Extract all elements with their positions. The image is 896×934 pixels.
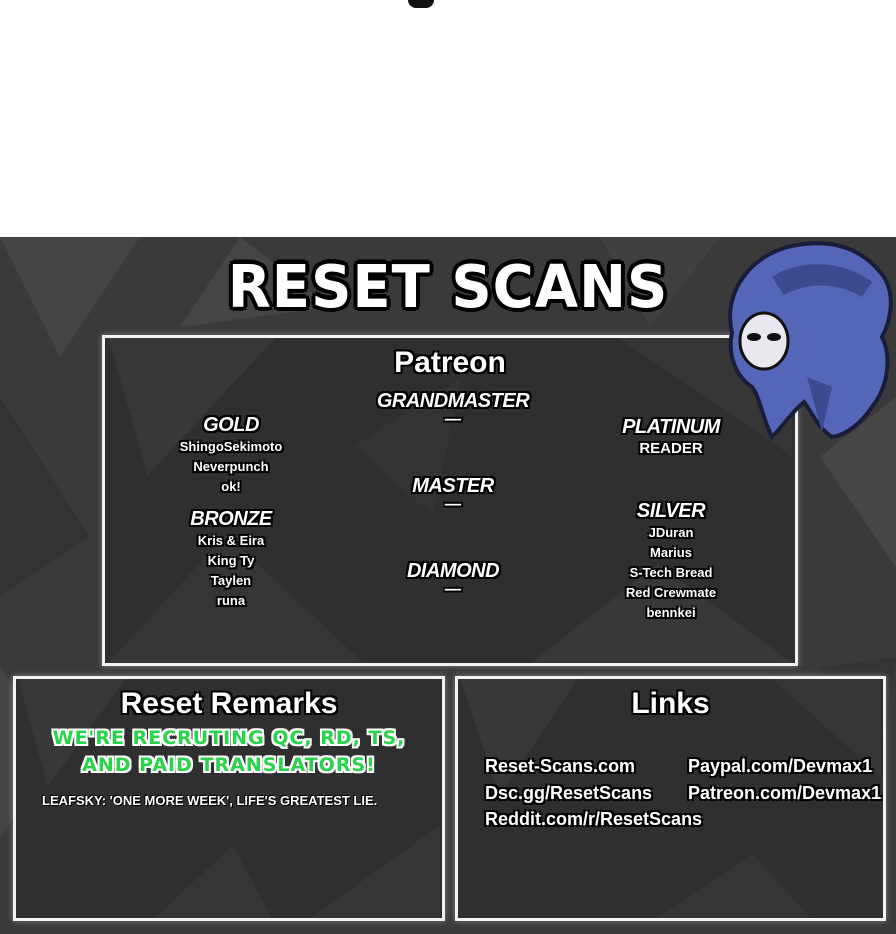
blank-page-area	[0, 0, 896, 237]
recruiting-line-2: AND PAID TRANSLATORS!	[82, 754, 376, 776]
mascot-illustration	[728, 241, 893, 441]
tier-silver: SILVER JDuran Marius S-Tech Bread Red Cr…	[601, 500, 741, 623]
patreon-panel: Patreon GRANDMASTER — MASTER — DIAMOND —…	[102, 335, 798, 666]
patron-name: Taylen	[210, 573, 252, 588]
patron-name: bennkei	[646, 605, 696, 620]
tier-gold-label: GOLD	[203, 414, 259, 436]
patron-name: ShingoSekimoto	[179, 439, 283, 454]
recruiting-line-1: WE'RE RECRUTING QC, RD, TS,	[52, 727, 406, 749]
tier-silver-label: SILVER	[636, 500, 706, 522]
patron-name: JDuran	[648, 525, 694, 540]
patron-name: ok!	[221, 479, 241, 494]
tier-bronze: BRONZE Kris & Eira King Ty Taylen runa	[161, 508, 301, 611]
tier-master: MASTER —	[353, 475, 553, 513]
link-patreon[interactable]: Patreon.com/Devmax1	[688, 783, 882, 803]
links-panel: Links Reset-Scans.com Dsc.gg/ResetScans …	[455, 676, 886, 921]
tier-diamond: DIAMOND —	[353, 560, 553, 598]
link-paypal[interactable]: Paypal.com/Devmax1	[688, 756, 873, 776]
tier-grandmaster: GRANDMASTER —	[353, 390, 553, 428]
tier-diamond-label: DIAMOND	[406, 560, 500, 582]
remarks-panel: Reset Remarks WE'RE RECRUTING QC, RD, TS…	[13, 676, 445, 921]
staff-remark: LEAFSKY: 'ONE MORE WEEK', LIFE'S GREATES…	[42, 793, 378, 808]
link-discord[interactable]: Dsc.gg/ResetScans	[485, 783, 653, 803]
remarks-title: Reset Remarks	[120, 687, 338, 720]
tier-master-dash: —	[445, 496, 461, 513]
brand-logo-text: RESET SCANS	[227, 253, 669, 322]
patron-name: Neverpunch	[193, 459, 269, 474]
patron-name: Red Crewmate	[625, 585, 717, 600]
patron-name: READER	[639, 440, 703, 457]
panel-background-pattern	[108, 338, 792, 663]
panel-background-pattern	[18, 679, 440, 918]
patron-name: runa	[216, 593, 246, 608]
cropped-artwork-fragment	[408, 0, 434, 8]
link-reddit[interactable]: Reddit.com/r/ResetScans	[485, 809, 703, 829]
links-title: Links	[631, 687, 710, 720]
patron-name: Marius	[650, 545, 692, 560]
panel-background-pattern	[460, 679, 881, 918]
tier-diamond-dash: —	[445, 581, 461, 598]
tier-platinum-label: PLATINUM	[622, 416, 720, 438]
tier-grandmaster-label: GRANDMASTER	[376, 390, 530, 412]
link-reset-scans[interactable]: Reset-Scans.com	[485, 756, 636, 776]
tier-master-label: MASTER	[412, 475, 494, 497]
tier-platinum: PLATINUM READER	[601, 416, 741, 459]
tier-gold: GOLD ShingoSekimoto Neverpunch ok!	[161, 414, 301, 497]
patron-name: S-Tech Bread	[629, 565, 713, 580]
patron-name: Kris & Eira	[197, 533, 265, 548]
tier-grandmaster-dash: —	[445, 411, 461, 428]
tier-bronze-label: BRONZE	[190, 508, 272, 530]
patreon-title: Patreon	[394, 346, 506, 379]
patron-name: King Ty	[207, 553, 255, 568]
